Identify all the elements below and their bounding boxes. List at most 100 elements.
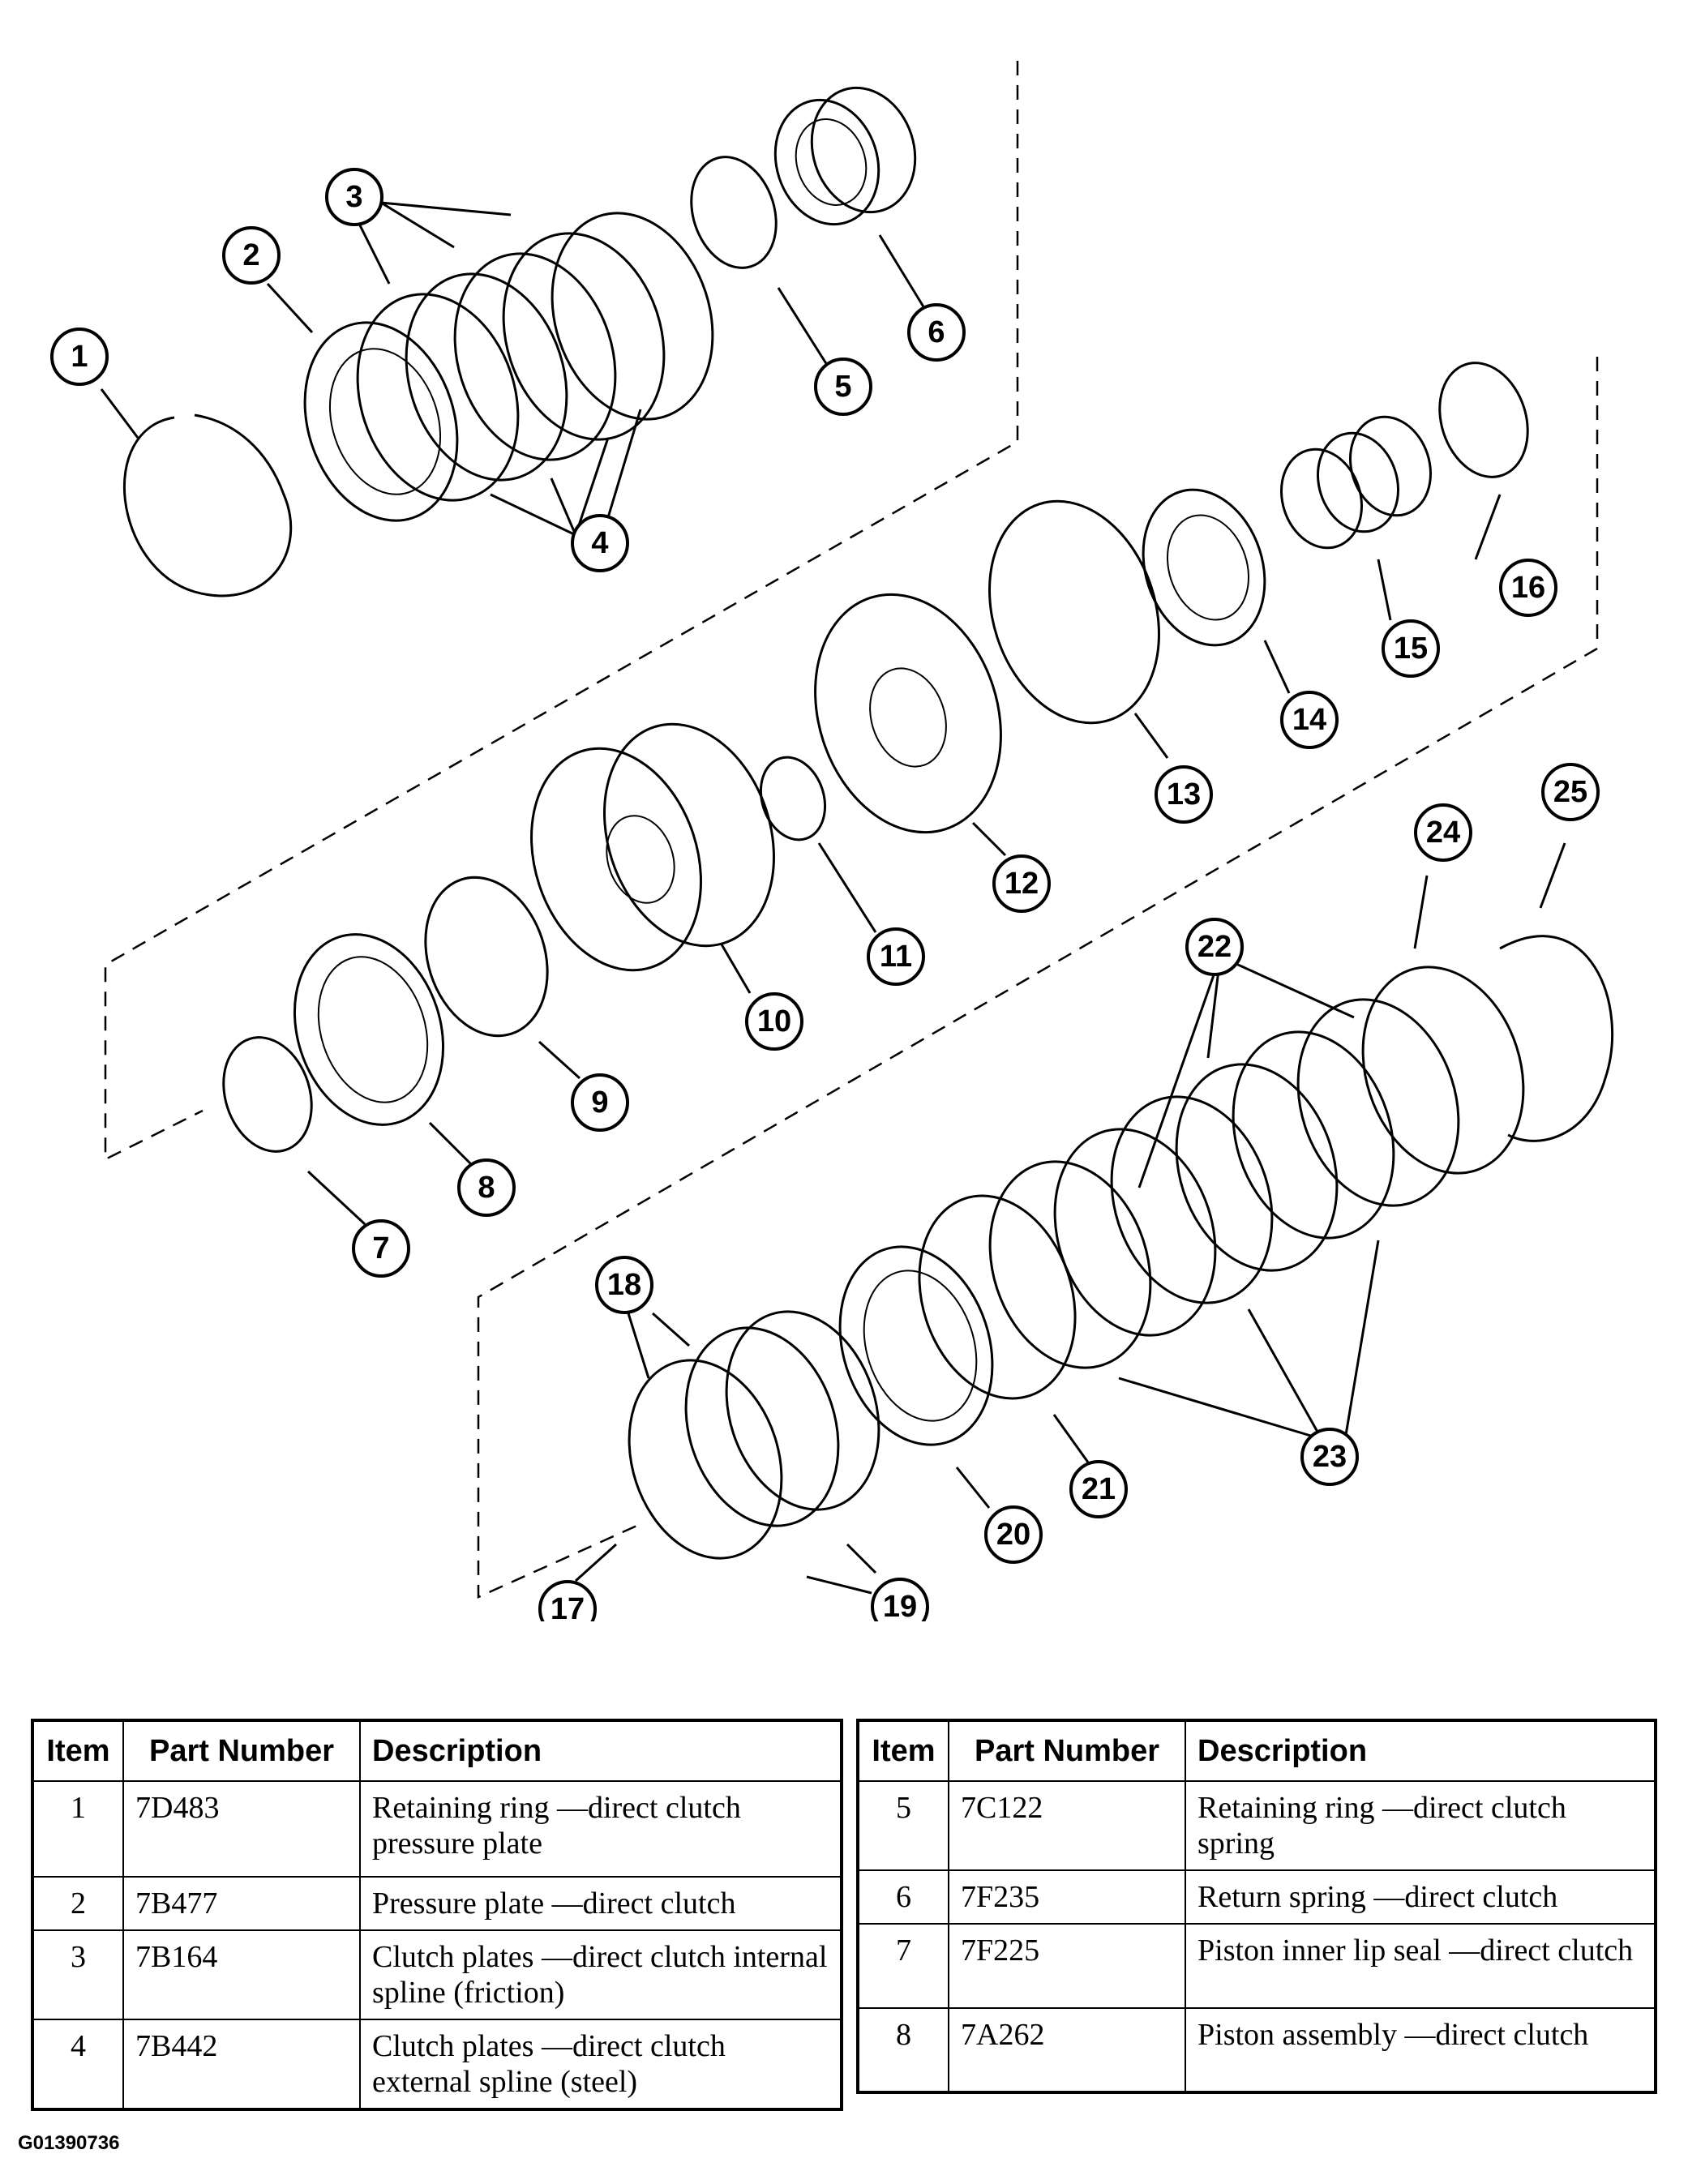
callout-9: 9 [571,1073,629,1132]
svg-text:15: 15 [1394,632,1428,666]
svg-text:20: 20 [996,1518,1030,1552]
figure-id: G01390736 [18,2132,120,2154]
header-description: Description [1185,1719,1656,1782]
part-6-return-spring [773,86,917,226]
table-row: 3 7B164 Clutch plates —direct clutch int… [32,1929,842,2020]
cell-description: Clutch plates —direct clutch internal sp… [359,1929,842,2020]
svg-text:10: 10 [757,1004,791,1038]
callout-16: 16 [1499,559,1557,617]
part-11-ring [759,756,827,841]
part-13-seal [988,499,1160,725]
cell-item: 1 [32,1780,124,1878]
callout-10: 10 [745,992,803,1051]
callout-24: 24 [1414,803,1472,862]
assembly-guide-middle [477,357,1599,1599]
table-header-row: Item Part Number Description [857,1719,1656,1782]
part-1-retaining-ring [122,413,293,597]
header-item: Item [857,1719,949,1782]
cell-item: 2 [32,1876,124,1931]
callout-17: 17 [538,1580,597,1621]
part-21-ring [918,1194,1077,1400]
part-8-piston [293,933,445,1126]
cell-part-number: 7F235 [948,1869,1186,1925]
part-12-support [814,593,1002,834]
svg-text:18: 18 [607,1268,641,1302]
part-17-19-plates [628,1310,880,1560]
table-header-row: Item Part Number Description [32,1719,842,1782]
cell-description: Pressure plate —direct clutch [359,1876,842,1931]
table-row: 7 7F225 Piston inner lip seal —direct cl… [857,1923,1656,2009]
cell-item: 7 [857,1923,949,2009]
callout-3: 3 [325,168,383,226]
callout-21: 21 [1069,1460,1128,1518]
svg-text:22: 22 [1197,930,1232,964]
part-5-retaining-ring [690,156,778,269]
table-row: 8 7A262 Piston assembly —direct clutch [857,2007,1656,2093]
header-part-number: Part Number [122,1719,361,1782]
header-item: Item [32,1719,124,1782]
callout-5: 5 [814,358,872,416]
svg-text:23: 23 [1313,1440,1347,1474]
svg-text:9: 9 [591,1086,608,1120]
svg-text:1: 1 [71,340,88,374]
callout-6: 6 [907,303,966,362]
svg-text:5: 5 [834,370,851,404]
part-22-23-clutch-stack [988,966,1525,1369]
header-description: Description [359,1719,842,1782]
callout-23: 23 [1300,1428,1359,1486]
callout-15: 15 [1382,619,1440,678]
callout-19: 19 [871,1578,929,1621]
svg-text:2: 2 [242,238,259,272]
callout-13: 13 [1155,765,1213,824]
table-row: 2 7B477 Pressure plate —direct clutch [32,1876,842,1931]
cell-description: Retaining ring —direct clutch pressure p… [359,1780,842,1878]
cell-part-number: 7B477 [122,1876,361,1931]
table-row: 5 7C122 Retaining ring —direct clutch sp… [857,1780,1656,1871]
callout-11: 11 [867,927,925,986]
leader-lines [100,201,1566,1595]
svg-text:25: 25 [1553,775,1587,809]
callout-25: 25 [1541,763,1600,821]
cell-part-number: 7B442 [122,2019,361,2110]
cell-part-number: 7F225 [948,1923,1186,2009]
table-row: 4 7B442 Clutch plates —direct clutch ext… [32,2019,842,2110]
cell-part-number: 7D483 [122,1780,361,1878]
svg-text:21: 21 [1082,1472,1116,1506]
svg-text:7: 7 [372,1231,389,1265]
cell-description: Retaining ring —direct clutch spring [1185,1780,1656,1871]
cell-description: Piston inner lip seal —direct clutch [1185,1923,1656,2009]
svg-text:14: 14 [1292,703,1326,737]
cell-description: Piston assembly —direct clutch [1185,2007,1656,2093]
callout-22: 22 [1185,918,1244,976]
cell-item: 6 [857,1869,949,1925]
callout-4: 4 [571,514,629,572]
cell-part-number: 7A262 [948,2007,1186,2093]
exploded-view-diagram: 1 2 3 4 5 6 7 8 9 10 11 12 13 14 15 16 1… [50,61,1613,1621]
callout-12: 12 [992,854,1051,913]
part-2-pressure-plate [303,321,459,522]
header-part-number: Part Number [948,1719,1186,1782]
svg-text:17: 17 [551,1592,585,1621]
svg-text:3: 3 [345,180,362,214]
part-25-ring [1499,935,1613,1142]
cell-item: 5 [857,1780,949,1871]
part-3-4-clutch-stack [356,212,714,502]
callout-8: 8 [457,1158,516,1217]
assembly-guide-upper [104,61,1019,1162]
part-14-piston [1142,488,1266,647]
svg-text:16: 16 [1511,571,1545,605]
parts-table-right: Item Part Number Description 5 7C122 Ret… [856,1719,1657,2094]
svg-text:13: 13 [1167,777,1201,812]
cell-part-number: 7C122 [948,1780,1186,1871]
svg-text:6: 6 [928,315,945,349]
callout-7: 7 [352,1219,410,1278]
callout-14: 14 [1280,691,1339,749]
cell-item: 3 [32,1929,124,2020]
cell-item: 8 [857,2007,949,2093]
svg-text:12: 12 [1005,867,1039,901]
part-16-ring [1438,362,1529,478]
svg-text:4: 4 [591,526,608,560]
part-15-spring [1279,415,1433,550]
cell-item: 4 [32,2019,124,2110]
callout-2: 2 [222,226,281,285]
